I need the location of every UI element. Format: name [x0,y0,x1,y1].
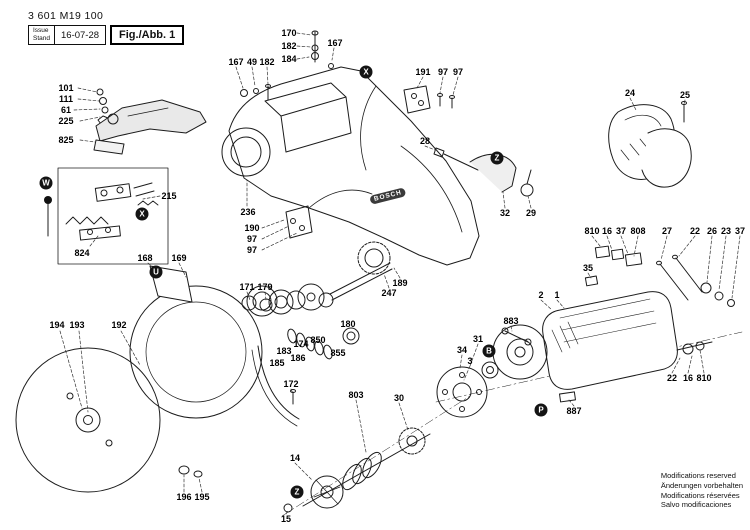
part-label-192: 192 [111,320,127,330]
part-label-167: 167 [228,57,244,67]
note-en: Modifications reserved [660,471,736,480]
part-label-34: 34 [456,345,468,355]
part-label-172: 172 [283,379,299,389]
part-label-16: 16 [682,373,694,383]
stator-art [608,101,692,188]
part-label-170: 170 [281,28,297,38]
ref-marker-Z: Z [490,151,504,165]
part-label-184: 184 [281,54,297,64]
part-label-195: 195 [194,492,210,502]
part-label-236: 236 [240,207,256,217]
part-label-808: 808 [630,226,646,236]
part-label-855: 855 [330,348,346,358]
part-label-810: 810 [696,373,712,383]
modification-notes: Modifications reserved Änderungen vorbeh… [661,471,743,510]
part-label-186: 186 [290,353,306,363]
part-label-101: 101 [58,83,74,93]
issue-date: 16-07-28 [61,29,100,41]
part-label-189: 189 [392,278,408,288]
part-label-883: 883 [503,316,519,326]
part-label-196: 196 [176,492,192,502]
part-label-168: 168 [137,253,153,263]
spindle-art [241,241,393,427]
part-label-15: 15 [280,514,292,524]
part-label-35: 35 [582,263,594,273]
part-label-97: 97 [246,234,258,244]
ref-marker-U: U [149,265,163,279]
blade-art [15,265,263,493]
note-de: Änderungen vorbehalten [660,480,743,490]
issue-date-box: Issue Stand 16-07-28 [28,25,107,46]
left-subassembly-art [44,167,169,265]
part-label-887: 887 [566,406,582,416]
part-label-97: 97 [452,67,464,77]
part-label-25: 25 [679,90,691,100]
part-label-16: 16 [601,226,613,236]
part-label-22: 22 [689,226,701,236]
part-label-49: 49 [246,57,258,67]
part-label-803: 803 [348,390,364,400]
stand-label: Stand [33,35,50,43]
part-label-850: 850 [310,335,326,345]
part-label-810: 810 [584,226,600,236]
title-block: 3 601 M19 100 Issue Stand 16-07-28 Fig./… [28,10,185,46]
armature-art [281,395,471,517]
ref-marker-W: W [39,176,53,190]
ref-marker-X: X [359,65,373,79]
part-label-247: 247 [381,288,397,298]
part-label-61: 61 [60,105,72,115]
part-label-22: 22 [666,373,678,383]
ref-marker-X: X [135,207,149,221]
part-label-194: 194 [49,320,65,330]
part-label-97: 97 [437,67,449,77]
part-label-27: 27 [661,226,673,236]
part-label-215: 215 [161,191,177,201]
main-housing-art [221,30,534,266]
ref-marker-Z: Z [290,485,304,499]
part-label-14: 14 [289,453,301,463]
part-label-32: 32 [499,208,511,218]
part-label-191: 191 [415,67,431,77]
part-label-111: 111 [58,94,74,104]
part-label-23: 23 [720,226,732,236]
note-fr: Modifications réservées [660,490,740,500]
part-label-225: 225 [58,116,74,126]
part-label-1: 1 [554,290,560,300]
issue-label: Issue [33,27,49,34]
part-label-179: 179 [257,282,273,292]
type-number: 3 601 M19 100 [28,10,104,22]
part-label-193: 193 [69,320,85,330]
part-label-37: 37 [615,226,627,236]
part-label-182: 182 [281,41,297,51]
part-label-190: 190 [244,223,260,233]
part-label-825: 825 [58,135,74,145]
part-label-29: 29 [525,208,537,218]
part-label-3: 3 [467,356,473,366]
part-label-30: 30 [393,393,405,403]
part-label-182: 182 [259,57,275,67]
part-label-824: 824 [74,248,90,258]
figure-label: Fig./Abb. 1 [110,25,185,46]
part-label-37: 37 [734,226,746,236]
clamp-lever-art [93,88,207,155]
part-label-183: 183 [276,346,292,356]
part-label-167: 167 [327,38,343,48]
part-label-174: 174 [293,339,309,349]
leader-lines [59,32,741,515]
part-label-2: 2 [538,290,544,300]
ref-marker-P: P [534,403,548,417]
part-label-24: 24 [624,88,636,98]
part-label-31: 31 [472,334,484,344]
part-label-28: 28 [419,136,431,146]
part-label-185: 185 [269,358,285,368]
motor-assembly-art [435,245,743,418]
note-es: Salvo modificaciones [660,500,732,510]
part-label-26: 26 [706,226,718,236]
part-label-180: 180 [340,319,356,329]
ref-marker-B: B [482,344,496,358]
part-label-171: 171 [239,282,255,292]
part-label-169: 169 [171,253,187,263]
part-label-97: 97 [246,245,258,255]
